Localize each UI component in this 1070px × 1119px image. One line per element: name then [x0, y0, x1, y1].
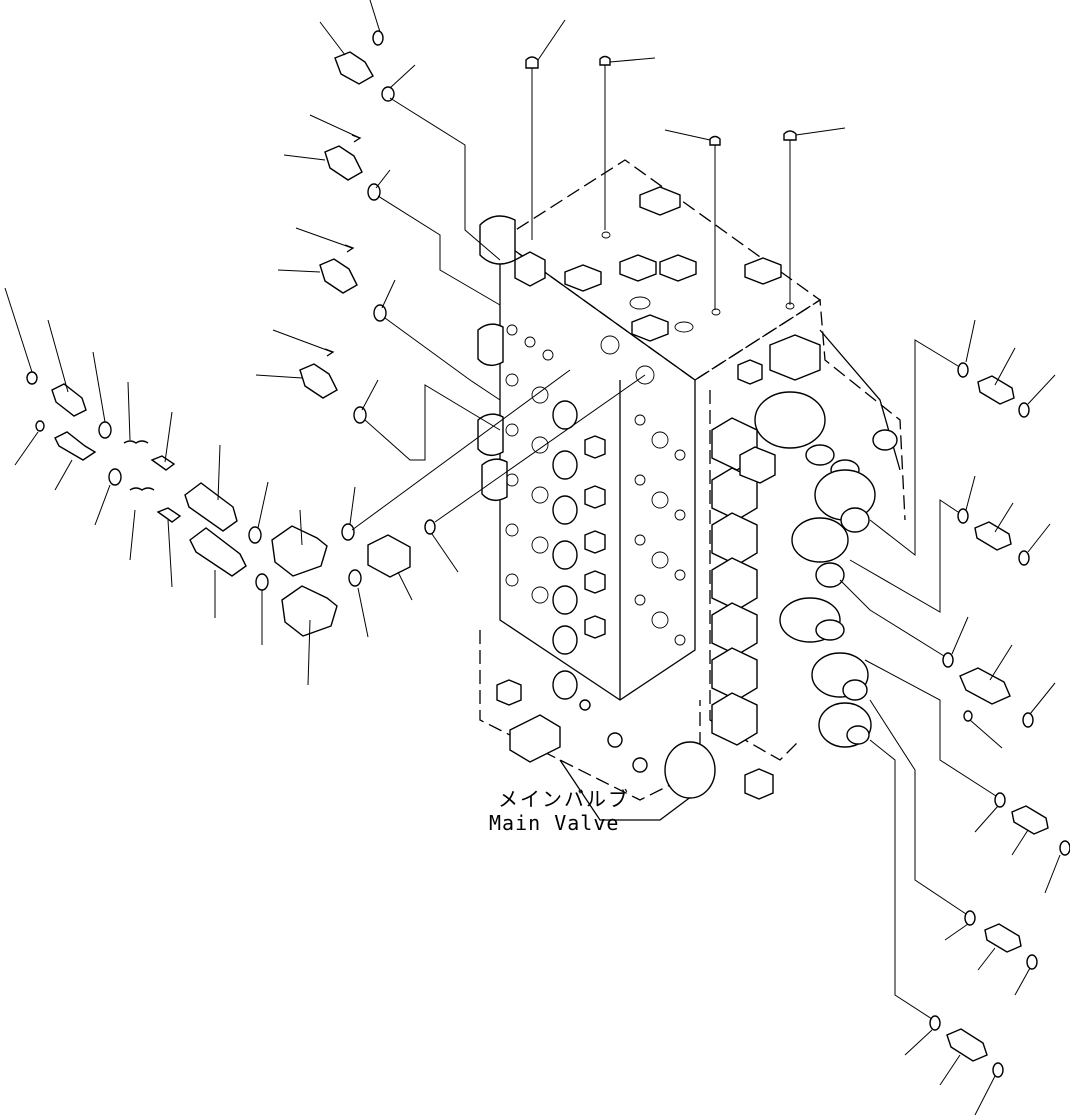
main-valve-caption: メインバルブ Main Valve	[489, 787, 630, 835]
left-far-fittings	[4, 287, 646, 686]
caption-english: Main Valve	[489, 811, 619, 835]
right-bank-valves	[711, 334, 898, 748]
top-plugs	[525, 19, 846, 310]
left-upper-fittings	[255, 0, 501, 461]
right-fittings	[839, 319, 1070, 1116]
caption-japanese: メインバルブ	[498, 787, 630, 811]
front-face-ports	[477, 215, 774, 800]
top-cap-bolts	[564, 186, 795, 342]
